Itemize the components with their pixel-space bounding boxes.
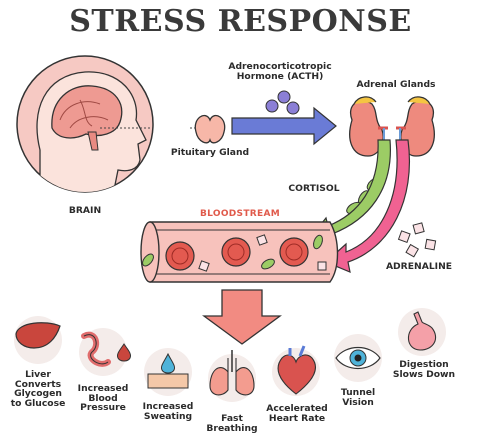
effect-label-sweating: Increased Sweating [142, 401, 194, 422]
brain-label: BRAIN [68, 205, 102, 216]
pituitary-gland-icon [190, 115, 226, 144]
acth-label: Adrenocorticotropic Hormone (ACTH) [228, 61, 332, 82]
blood-vessel-icon [79, 328, 131, 376]
pituitary-gland-label: Pituitary Gland [170, 147, 250, 158]
sweat-drop-icon [144, 348, 192, 396]
page-title: STRESS RESPONSE [69, 4, 412, 39]
adrenaline-label: ADRENALINE [385, 261, 453, 272]
cortisol-label: CORTISOL [288, 183, 340, 194]
acth-arrow [231, 106, 337, 146]
effects-arrow [202, 289, 282, 345]
stomach-icon [398, 308, 446, 356]
effect-label-heart-rate: Accelerated Heart Rate [266, 403, 328, 424]
adrenaline-molecules-icon [397, 222, 437, 258]
bloodstream-vessel-icon [140, 221, 339, 283]
lungs-icon [208, 350, 256, 402]
effect-label-breathing: Fast Breathing [206, 413, 258, 434]
head-brain-icon [16, 55, 154, 193]
effect-label-blood-pressure: Increased Blood Pressure [77, 383, 129, 414]
bloodstream-label: BLOODSTREAM [200, 209, 280, 219]
acth-molecules-icon [265, 90, 300, 115]
effect-label-tunnel-vision: Tunnel Vision [340, 387, 376, 408]
effect-label-digestion: Digestion Slows Down [392, 359, 456, 380]
heart-icon [272, 345, 320, 396]
effect-label-liver: Liver Converts Glycogen to Glucose [10, 369, 66, 409]
adrenal-glands-label: Adrenal Glands [356, 79, 436, 90]
eye-icon [334, 334, 382, 382]
liver-icon [14, 316, 62, 364]
adrenal-glands-icon [349, 96, 435, 157]
